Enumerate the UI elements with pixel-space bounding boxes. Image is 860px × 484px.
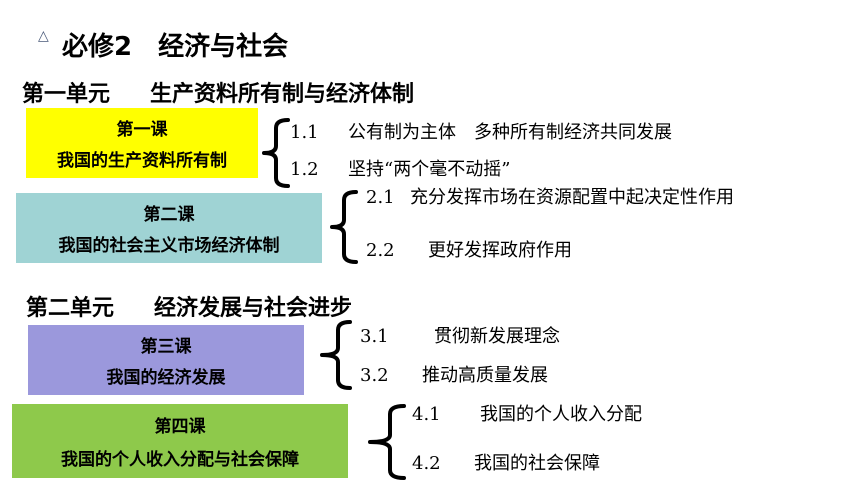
lesson-2-heading: 第二课 — [143, 205, 195, 225]
section-number: 1.2 — [290, 159, 319, 180]
section-4-2: 4.2 我国的社会保障 — [412, 449, 600, 475]
unit-1-title: 第一单元 生产资料所有制与经济体制 — [22, 76, 414, 108]
lesson-3-name: 我国的经济发展 — [106, 368, 226, 388]
brace-4-icon — [368, 404, 406, 480]
brace-1-icon — [262, 118, 290, 188]
page-title: 必修2 经济与社会 — [62, 32, 289, 62]
section-text: 更好发挥政府作用 — [428, 240, 572, 261]
section-number: 3.1 — [360, 326, 389, 347]
section-text: 推动高质量发展 — [422, 365, 548, 386]
lesson-2-box: 第二课 我国的社会主义市场经济体制 — [16, 193, 322, 263]
section-text: 我国的个人收入分配 — [480, 404, 642, 425]
section-3-2: 3.2 推动高质量发展 — [360, 361, 548, 387]
lesson-3-heading: 第三课 — [140, 337, 192, 357]
section-text: 公有制为主体 多种所有制经济共同发展 — [348, 122, 672, 143]
section-text: 我国的社会保障 — [474, 453, 600, 474]
section-3-1: 3.1 贯彻新发展理念 — [360, 322, 560, 348]
section-number: 1.1 — [290, 122, 319, 143]
lesson-3-box: 第三课 我国的经济发展 — [28, 325, 304, 395]
lesson-2-name: 我国的社会主义市场经济体制 — [58, 236, 280, 256]
section-text: 贯彻新发展理念 — [434, 326, 560, 347]
section-1-2: 1.2 坚持“两个毫不动摇” — [290, 155, 510, 181]
lesson-1-name: 我国的生产资料所有制 — [57, 151, 227, 171]
unit-1-label: 第一单元 — [22, 82, 111, 107]
lesson-1-heading: 第一课 — [116, 120, 168, 140]
section-number: 2.1 — [366, 187, 395, 208]
section-2-1: 2.1 充分发挥市场在资源配置中起决定性作用 — [366, 183, 734, 209]
triangle-icon: △ — [38, 28, 49, 44]
section-number: 3.2 — [360, 365, 389, 386]
lesson-1-box: 第一课 我国的生产资料所有制 — [26, 108, 258, 178]
section-number: 4.1 — [412, 404, 441, 425]
brace-3-icon — [320, 320, 352, 390]
unit-2-name: 经济发展与社会进步 — [154, 296, 353, 321]
section-2-2: 2.2 更好发挥政府作用 — [366, 236, 572, 262]
section-1-1: 1.1 公有制为主体 多种所有制经济共同发展 — [290, 118, 672, 144]
section-number: 2.2 — [366, 240, 395, 261]
section-4-1: 4.1 我国的个人收入分配 — [412, 400, 642, 426]
brace-2-icon — [330, 190, 358, 264]
section-number: 4.2 — [412, 453, 441, 474]
unit-1-name: 生产资料所有制与经济体制 — [150, 82, 415, 107]
unit-2-label: 第二单元 — [26, 296, 115, 321]
section-text: 坚持“两个毫不动摇” — [348, 159, 511, 180]
unit-2-title: 第二单元 经济发展与社会进步 — [26, 290, 352, 322]
lesson-4-name: 我国的个人收入分配与社会保障 — [61, 450, 299, 470]
lesson-4-box: 第四课 我国的个人收入分配与社会保障 — [12, 404, 348, 478]
section-text: 充分发挥市场在资源配置中起决定性作用 — [410, 187, 734, 208]
lesson-4-heading: 第四课 — [154, 417, 206, 437]
